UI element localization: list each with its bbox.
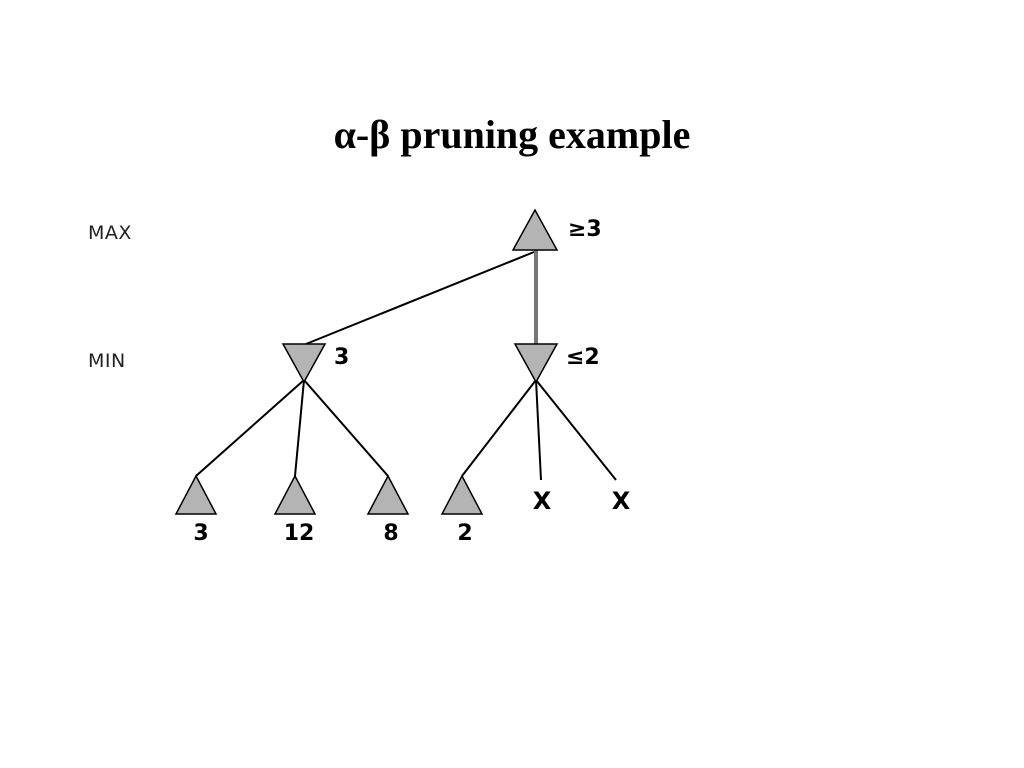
leaf-node-4 <box>440 474 484 515</box>
slide-title: α-β pruning example <box>333 112 691 157</box>
leaf-value-4: 2 <box>457 521 472 546</box>
max-node-root <box>511 208 559 251</box>
min-node-left <box>281 343 327 384</box>
max-node-root-value: ≥3 <box>568 217 602 242</box>
edge-min-right-leaf-4 <box>461 379 537 477</box>
min-node-left-value: 3 <box>334 345 349 370</box>
edge-min-left-leaf-2 <box>294 379 305 477</box>
leaf-node-2 <box>273 474 317 515</box>
edge-min-left-leaf-1 <box>195 379 305 477</box>
pruned-mark-1: X <box>533 487 552 515</box>
edge-min-left-leaf-3 <box>303 379 389 477</box>
min-node-right-value: ≤2 <box>566 345 600 370</box>
edge-root-min-left <box>305 251 535 345</box>
level-label-min: MIN <box>88 350 126 372</box>
leaf-value-3: 8 <box>383 521 398 546</box>
level-label-max: MAX <box>88 222 132 244</box>
leaf-value-2: 12 <box>284 521 315 546</box>
edge-min-right-pruned-1 <box>535 379 542 481</box>
edge-min-right-pruned-2 <box>535 379 617 481</box>
pruned-mark-2: X <box>612 487 631 515</box>
leaf-value-1: 3 <box>193 521 208 546</box>
leaf-node-1 <box>174 474 218 515</box>
leaf-node-3 <box>366 474 410 515</box>
min-node-right <box>513 343 559 384</box>
